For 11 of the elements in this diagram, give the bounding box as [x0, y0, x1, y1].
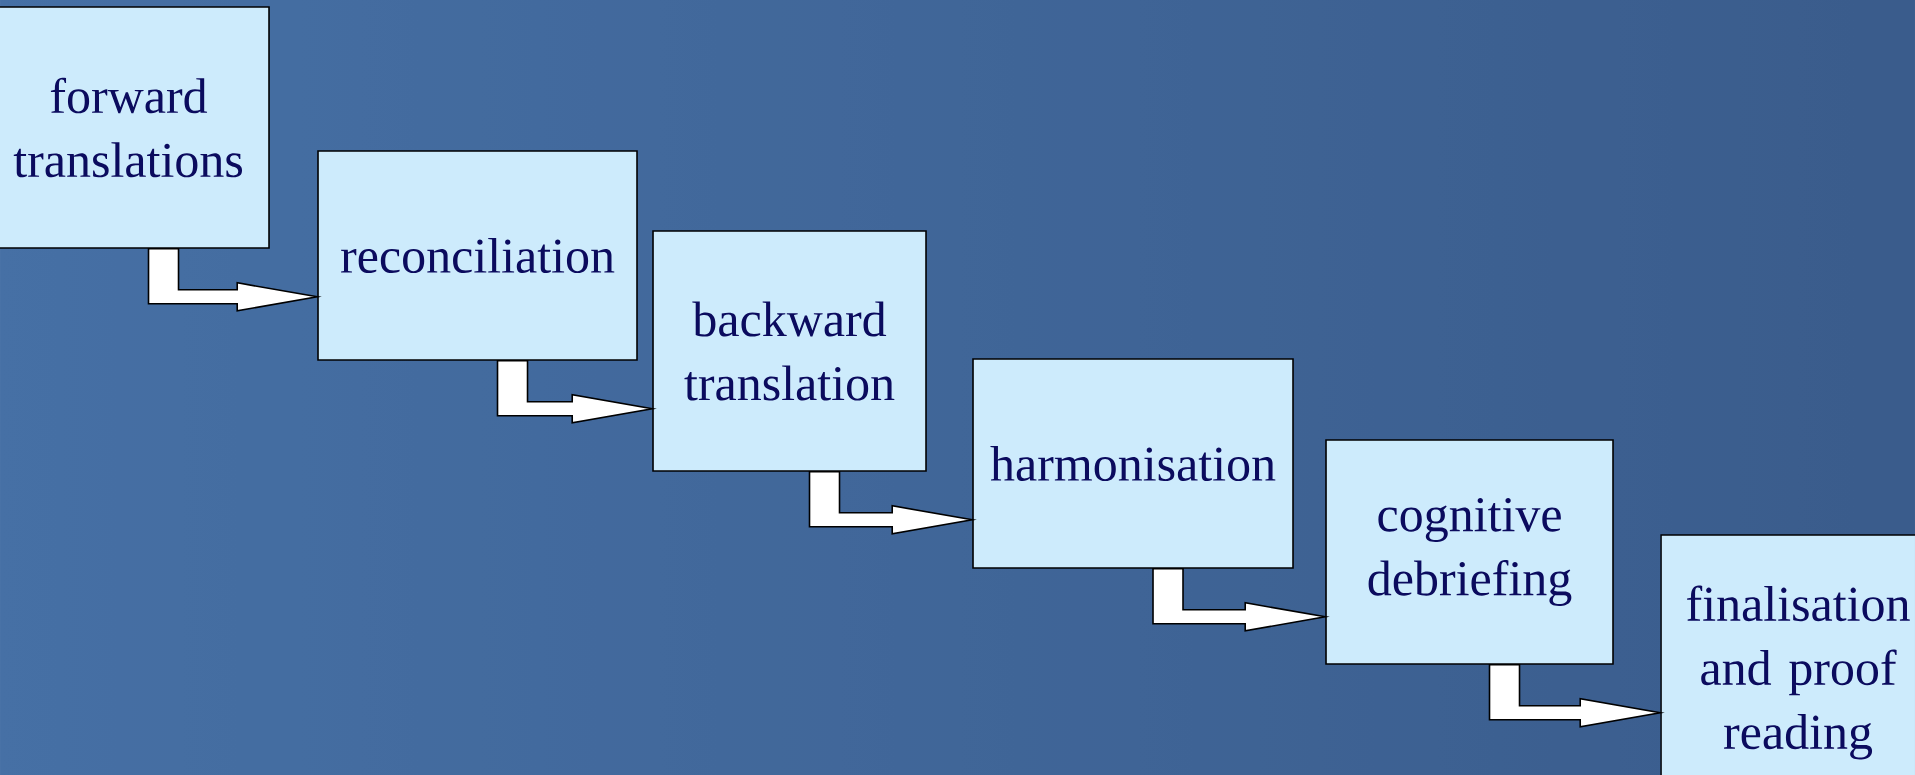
process-box: harmonisation — [972, 358, 1294, 569]
process-box: finalisation and proof reading — [1660, 534, 1915, 775]
process-box: forward translations — [0, 6, 270, 249]
arrow — [1488, 664, 1665, 728]
arrow — [808, 471, 977, 535]
process-box: backward translation — [652, 230, 927, 472]
process-box: reconciliation — [317, 150, 638, 361]
arrow — [147, 248, 322, 312]
arrow — [496, 360, 657, 424]
arrow — [1152, 568, 1330, 632]
process-box: cognitive debriefing — [1325, 439, 1614, 665]
